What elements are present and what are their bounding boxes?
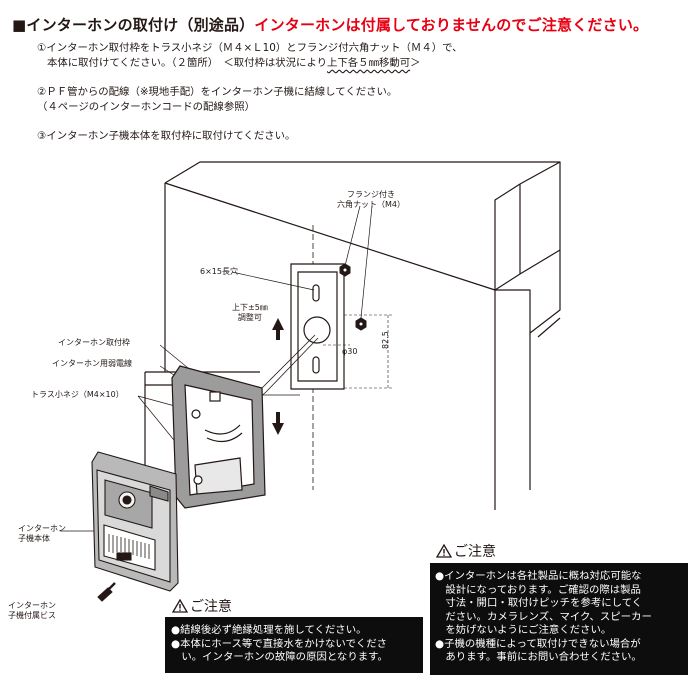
heading-title: ■インターホンの取付け（別途品）: [12, 16, 255, 34]
label-adjust-2: 調整可: [237, 313, 262, 322]
caution-right-heading: ご注意: [436, 541, 496, 561]
step-1-close-bracket: ＞: [410, 57, 421, 69]
caution-right-item-2: 設計になっております。ご確認の際は製品: [435, 583, 641, 596]
label-diameter: φ30: [342, 347, 358, 356]
hex-nuts: [339, 263, 367, 331]
caution-left-item-3: い。インターホンの故障の原因となります。: [171, 651, 388, 663]
label-screw-2: 子機付属ビス: [8, 611, 56, 620]
caution-left-heading: ご注意: [172, 596, 232, 616]
caution-right-item-1: ●インターホンは各社製品に概ね対応可能な: [435, 570, 642, 582]
adjust-arrows: [272, 318, 284, 435]
warning-icon: [172, 599, 188, 613]
caution-left-box: ●結線後必ず絶縁処理を施してください。 ●本体にホース等で直接水をかけないでくだ…: [165, 617, 423, 673]
step-3: ③インターホン子機本体を取付枠に取付けてください。: [37, 129, 295, 144]
caution-right-item-7: あります。事前にお問い合わせください。: [435, 651, 642, 663]
intercom-frame: [171, 365, 266, 509]
step-1-adjust-note: 上下各５㎜移動可: [327, 57, 411, 69]
label-unit-2: 子機本体: [18, 534, 50, 543]
label-unit-1: インターホン: [18, 524, 66, 533]
caution-right-item-4: ださい。カメラレンズ、マイク、スピーカー: [435, 610, 652, 623]
speaker-grille: [108, 534, 150, 559]
step-2-line-2: （４ページのインターホンコードの配線参照）: [37, 101, 255, 113]
label-screw-1: インターホン: [8, 601, 56, 610]
step-1: ①インターホン取付枠をトラス小ネジ（Ｍ４×Ｌ10）とフランジ付六角ナット（Ｍ４）…: [37, 41, 462, 71]
heading-warning: インターホンは付属しておりませんのでご注意ください。: [254, 16, 649, 34]
box-front-face: [164, 182, 496, 291]
step-1-line-1: ①インターホン取付枠をトラス小ネジ（Ｍ４×Ｌ10）とフランジ付六角ナット（Ｍ４）…: [37, 42, 463, 54]
warning-icon: [436, 544, 452, 558]
box-right-opening: [537, 317, 561, 338]
label-height: 82.5: [381, 331, 390, 349]
caution-right-item-5: を妨げないようにご注意ください。: [435, 624, 612, 636]
screw-graphic: [97, 582, 116, 602]
caution-right-item-6: ●子機の機種によって取付けできない場合が: [435, 637, 641, 650]
label-flange-nut-1: フランジ付き: [347, 190, 395, 199]
wall-mounting-plate: [290, 263, 345, 390]
step-1-line-2: 本体に取付けてください。（２箇所） ＜取付枠は状況により上下各５㎜移動可＞: [37, 56, 462, 71]
label-wire: インターホン用弱電線: [52, 359, 132, 368]
label-flange-nut: フランジ付き 六角ナット（M4）: [337, 190, 405, 210]
caution-left-item-1: ●結線後必ず絶縁処理を施してください。: [171, 624, 367, 636]
label-unit: インターホン 子機本体: [18, 524, 66, 544]
step-2-line-1: ②ＰＦ管からの配線（※現地手配）をインターホン子機に結線してください。: [37, 86, 398, 98]
label-flange-nut-2: 六角ナット（M4）: [337, 200, 405, 209]
label-screw: インターホン 子機付属ビス: [8, 601, 56, 621]
intercom-unit: [91, 451, 179, 592]
label-adjust: 上下±5㎜ 調整可: [232, 303, 268, 323]
label-adjust-1: 上下±5㎜: [232, 303, 268, 312]
page-heading: ■インターホンの取付け（別途品）インターホンは付属しておりませんのでご注意くださ…: [12, 14, 648, 35]
label-slot-hole: 6×15長穴: [200, 267, 238, 276]
box-top-face: [164, 161, 561, 185]
caution-left-title: ご注意: [190, 599, 232, 615]
label-truss-screw: トラス小ネジ（M4×10）: [31, 390, 124, 399]
step-1-text: 本体に取付けてください。（２箇所） ＜取付枠は状況により: [47, 57, 328, 69]
caution-right-title: ご注意: [454, 544, 496, 560]
step-2: ②ＰＦ管からの配線（※現地手配）をインターホン子機に結線してください。 （４ペー…: [37, 85, 397, 115]
caution-right-box: ●インターホンは各社製品に概ね対応可能な 設計になっております。ご確認の際は製品…: [430, 563, 688, 675]
caution-left-item-2: ●本体にホース等で直接水をかけないでくださ: [171, 637, 388, 650]
step-3-line-1: ③インターホン子機本体を取付枠に取付けてください。: [37, 130, 296, 142]
caution-right-item-3: 寸法・開口・取付けピッチを参考にしてく: [435, 597, 643, 609]
label-frame: インターホン取付枠: [58, 338, 130, 347]
